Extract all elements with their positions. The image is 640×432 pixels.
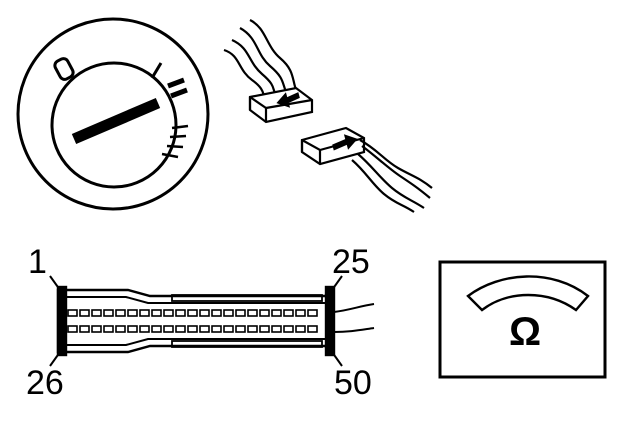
position-0-marker: [53, 57, 75, 81]
pin-row-top: [67, 309, 318, 317]
key-slot: [71, 97, 161, 145]
latch-bar-top: [171, 294, 323, 302]
pin-leader-lines: [49, 275, 343, 367]
meter-scale-arc: [466, 275, 590, 312]
connector-end-right: [324, 285, 336, 357]
connector-housing: [56, 287, 334, 355]
pin-label-26: 26: [26, 364, 64, 402]
position-1-marker: [150, 62, 163, 79]
pin-label-25: 25: [332, 243, 370, 281]
meter-frame: [438, 260, 607, 379]
connector-plug-disconnect-icon: [223, 19, 433, 213]
upper-wires: [223, 19, 298, 101]
pull-arrow-up-icon: [276, 92, 300, 108]
position-2-marker: [167, 77, 188, 99]
connector-end-left: [56, 285, 68, 357]
ignition-key-switch-icon: [16, 17, 210, 211]
lower-wires: [351, 139, 433, 213]
switch-bezel: [16, 17, 210, 211]
pin-row-bottom: [67, 325, 318, 333]
position-3-marker: [161, 124, 189, 159]
pin-label-1: 1: [28, 243, 47, 281]
multi-pin-connector-icon: [49, 275, 375, 367]
upper-plug: [248, 86, 314, 124]
pin-label-50: 50: [334, 364, 372, 402]
ohm-symbol: Ω: [509, 310, 541, 354]
connector-wires: [333, 303, 375, 333]
pull-arrow-down-icon: [332, 134, 358, 151]
ohmmeter-icon: [438, 260, 607, 379]
lock-cylinder: [50, 61, 178, 189]
latch-bar-bottom: [171, 340, 323, 348]
